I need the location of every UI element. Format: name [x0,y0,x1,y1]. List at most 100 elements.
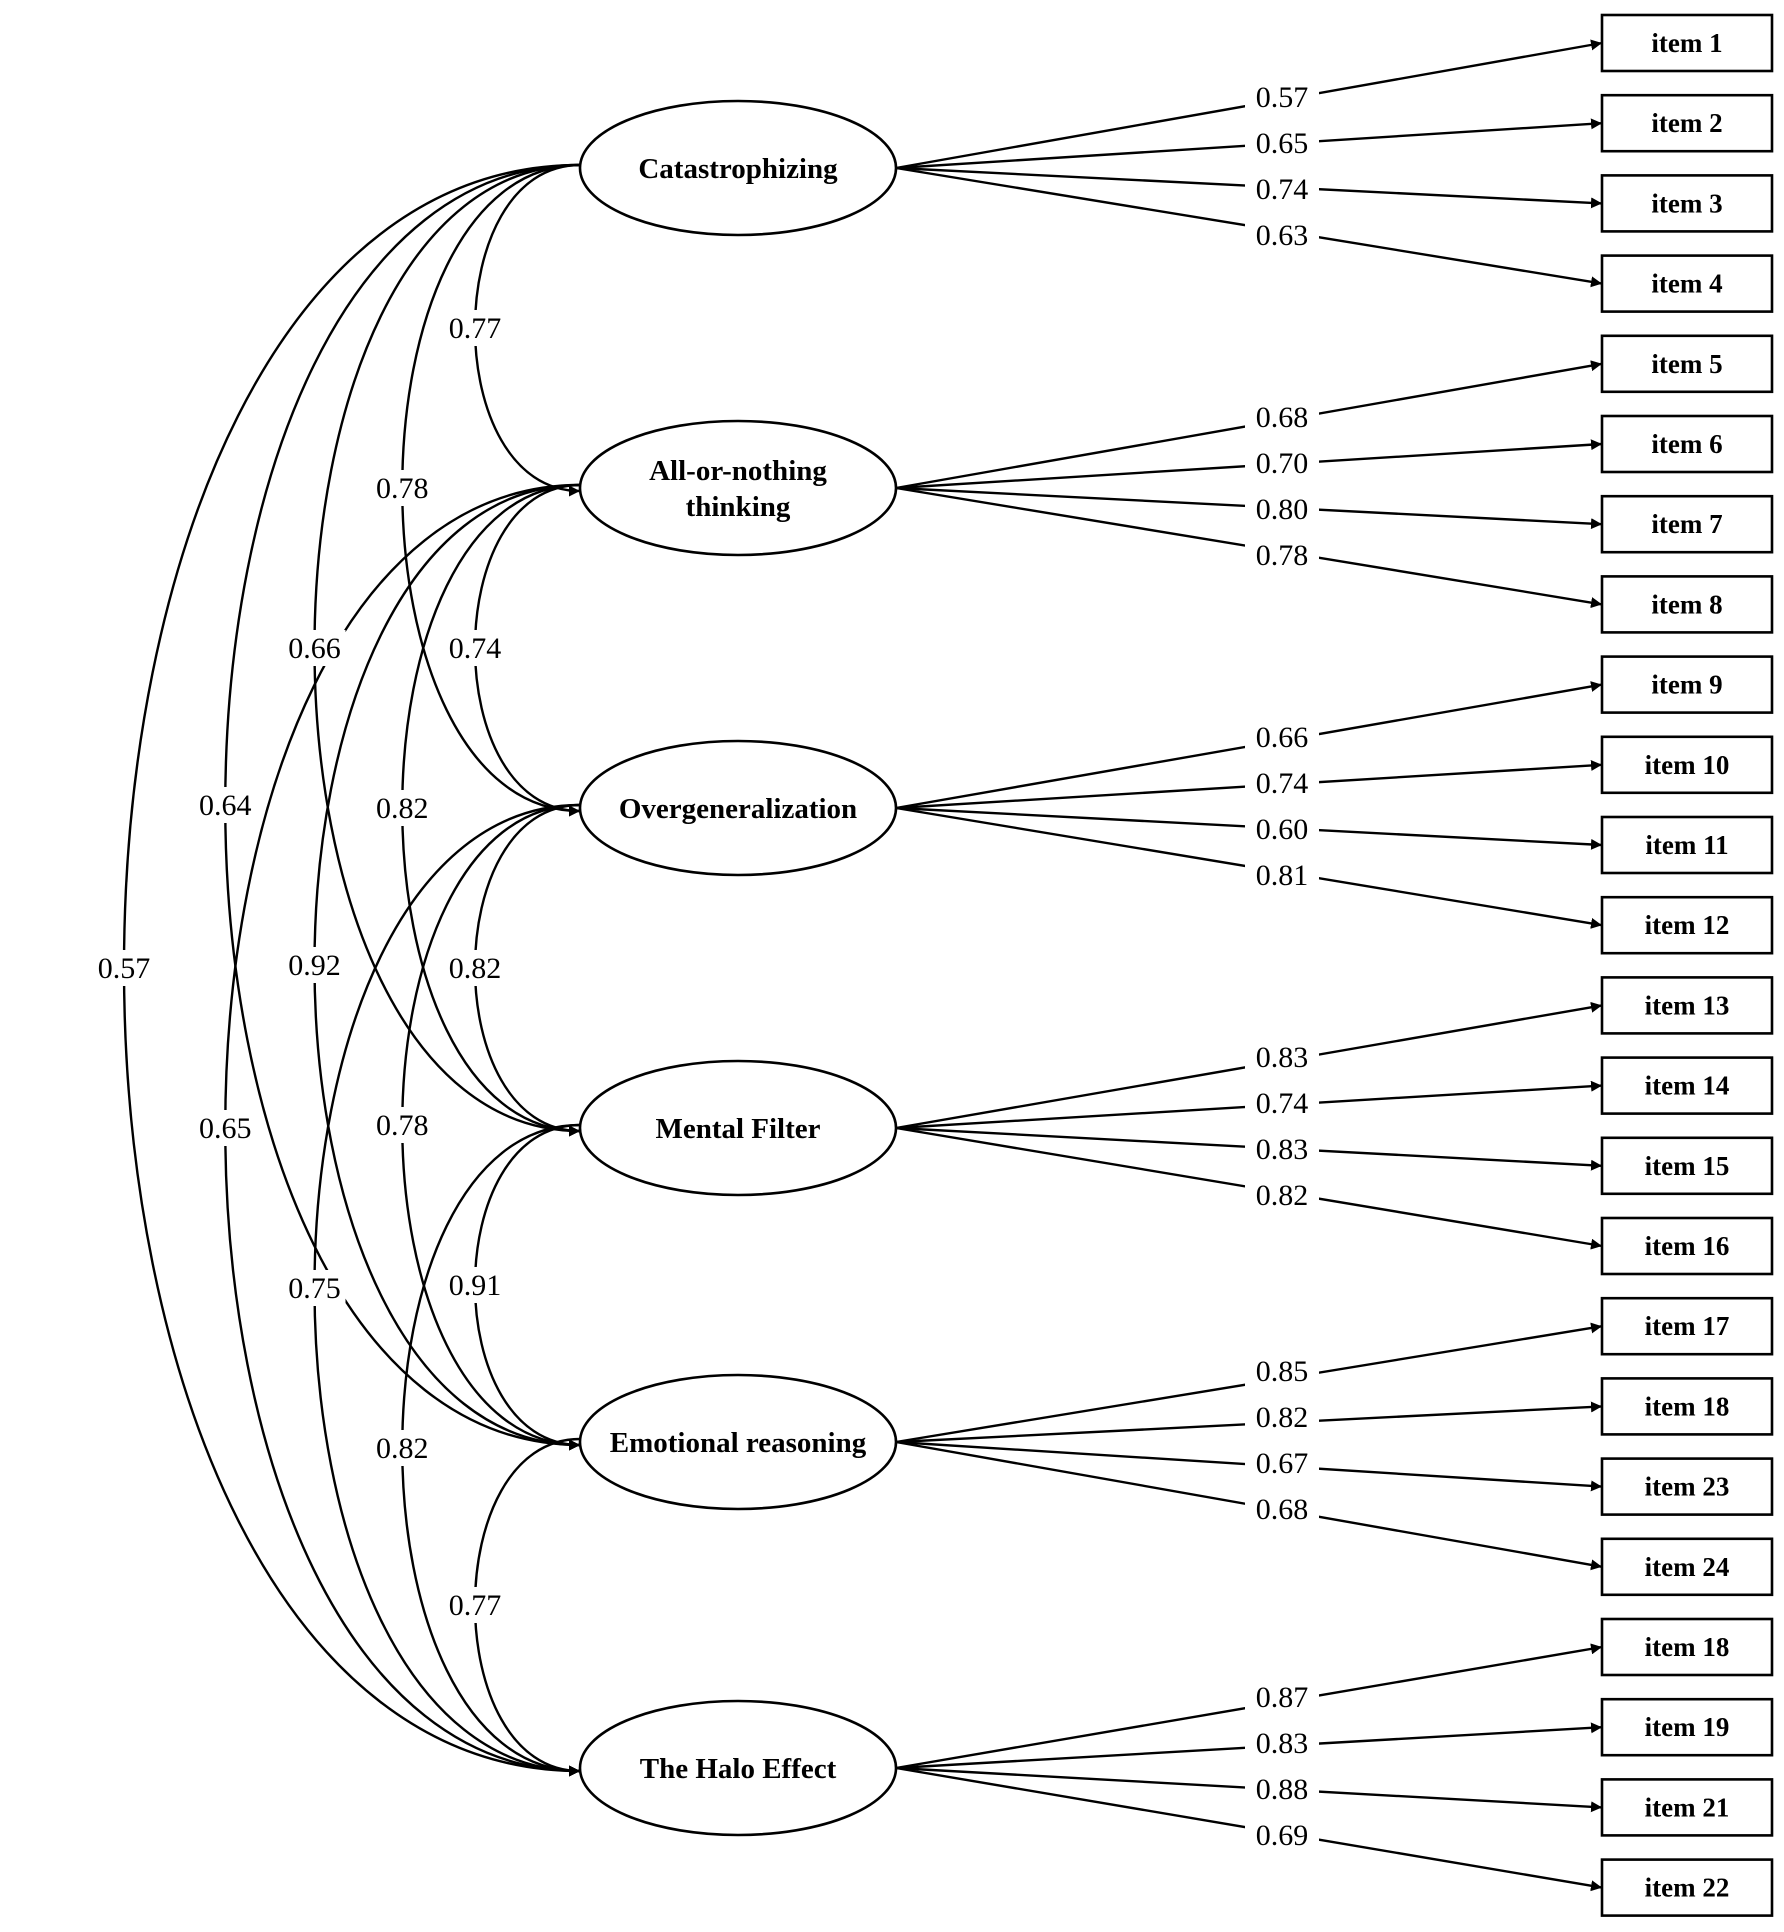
indicator-label: item 23 [1645,1472,1730,1502]
correlation-label-bg [283,630,346,666]
factor-label: Mental Filter [655,1113,820,1145]
coefficient-labels: 0.770.740.820.910.770.780.820.780.820.66… [93,79,1319,1852]
indicator-label: item 1 [1651,28,1722,58]
correlation-label: 0.57 [98,952,151,985]
indicator-box-frame [1600,174,1774,233]
indicator-box-frame [1600,13,1774,73]
loading-label: 0.85 [1256,1355,1309,1388]
factor-ellipse [578,1059,898,1197]
indicator-box-frame [1600,1457,1774,1516]
indicator-box-frame [1600,414,1774,474]
loading-label-bg [1245,811,1319,845]
indicator-box-frame [1600,1537,1774,1597]
factor-label: All-or-nothing [649,455,827,487]
correlation-paths [122,159,592,1777]
indicator-label: item 8 [1651,589,1722,619]
correlation-label-bg [194,1110,257,1146]
correlation-label-bg [194,787,257,823]
correlation-label-bg [371,1430,434,1466]
loading-label: 0.67 [1256,1447,1309,1480]
factor-mental-filter: Mental Filter [578,1059,898,1197]
factor-ellipse [578,1373,898,1511]
indicator-label: item 6 [1651,429,1722,459]
correlation-label: 0.82 [376,1432,429,1465]
indicator-label: item 7 [1651,509,1722,539]
indicator-box: item 4 [1600,254,1774,313]
loading-label-bg [1245,125,1319,159]
loading-label-bg [1245,491,1319,525]
indicator-label: item 22 [1645,1873,1730,1903]
factor-ellipse [578,1699,898,1837]
indicator-box-frame [1600,1858,1774,1917]
indicator-box-frame [1600,1377,1774,1436]
loading-label-bg [1245,1771,1319,1805]
loading-label: 0.66 [1256,721,1309,754]
loading-label: 0.60 [1256,813,1309,846]
indicator-box: item 14 [1600,1056,1774,1115]
loading-label-bg [1245,537,1319,571]
correlation-label: 0.78 [376,1109,429,1142]
factor-ellipse [578,419,898,557]
loading-label: 0.74 [1256,173,1309,206]
indicator-box: item 22 [1600,1858,1774,1917]
loading-label-bg [1245,1491,1319,1525]
indicator-box: item 17 [1600,1296,1774,1356]
loading-label-bg [1245,1085,1319,1119]
correlation-label-bg [371,1107,434,1143]
correlation-label: 0.82 [449,952,502,985]
correlation-label: 0.66 [288,632,341,665]
indicator-box-frame [1600,93,1774,153]
indicator-box: item 21 [1600,1778,1774,1837]
factor-label: The Halo Effect [640,1753,837,1785]
indicator-label: item 3 [1651,188,1722,218]
indicator-box: item 9 [1600,655,1774,714]
indicator-box-frame [1600,735,1774,795]
loading-label-bg [1245,217,1319,251]
correlation-label-bg [444,950,506,986]
factor-emotional-reasoning: Emotional reasoning [578,1373,898,1511]
loading-label-bg [1245,399,1319,433]
correlation-label: 0.91 [449,1269,502,1302]
indicator-box-frame [1600,655,1774,714]
indicator-box-frame [1600,976,1774,1035]
indicator-box: item 11 [1600,815,1774,875]
correlation-label: 0.64 [199,789,252,822]
loading-label: 0.83 [1256,1727,1309,1760]
loading-label-bg [1245,1399,1319,1433]
loading-label: 0.87 [1256,1681,1309,1714]
indicator-label: item 19 [1645,1712,1730,1742]
factor-ellipse [578,739,898,877]
indicator-box-frame [1600,1216,1774,1276]
loading-label: 0.83 [1256,1133,1309,1166]
loading-label-bg [1245,445,1319,479]
indicator-box-frame [1600,1056,1774,1115]
indicator-box-frame [1600,895,1774,955]
indicator-box-frame [1600,494,1774,554]
correlation-label-bg [371,470,434,506]
correlation-label: 0.77 [449,312,502,345]
correlation-label: 0.78 [376,472,429,505]
loading-label-bg [1245,1725,1319,1759]
correlation-path-0-5 [122,159,592,1777]
factor-catastrophizing: Catastrophizing [578,99,898,237]
loading-label-bg [1245,1817,1319,1851]
indicator-label: item 16 [1645,1231,1730,1261]
correlation-label: 0.77 [449,1589,502,1622]
indicator-label: item 10 [1645,750,1730,780]
correlation-label: 0.92 [288,949,341,982]
indicator-box: item 5 [1600,334,1774,394]
indicator-box: item 6 [1600,414,1774,474]
correlation-label-bg [444,630,506,666]
indicator-label: item 14 [1645,1071,1730,1101]
loading-label: 0.74 [1256,767,1309,800]
indicator-box-frame [1600,1136,1774,1196]
loading-label: 0.81 [1256,859,1309,892]
loading-label: 0.68 [1256,401,1309,434]
indicator-label: item 15 [1645,1151,1730,1181]
factor-label: thinking [686,491,791,523]
loading-label-bg [1245,765,1319,799]
indicator-box: item 19 [1600,1697,1774,1757]
loading-label-bg [1245,1131,1319,1165]
